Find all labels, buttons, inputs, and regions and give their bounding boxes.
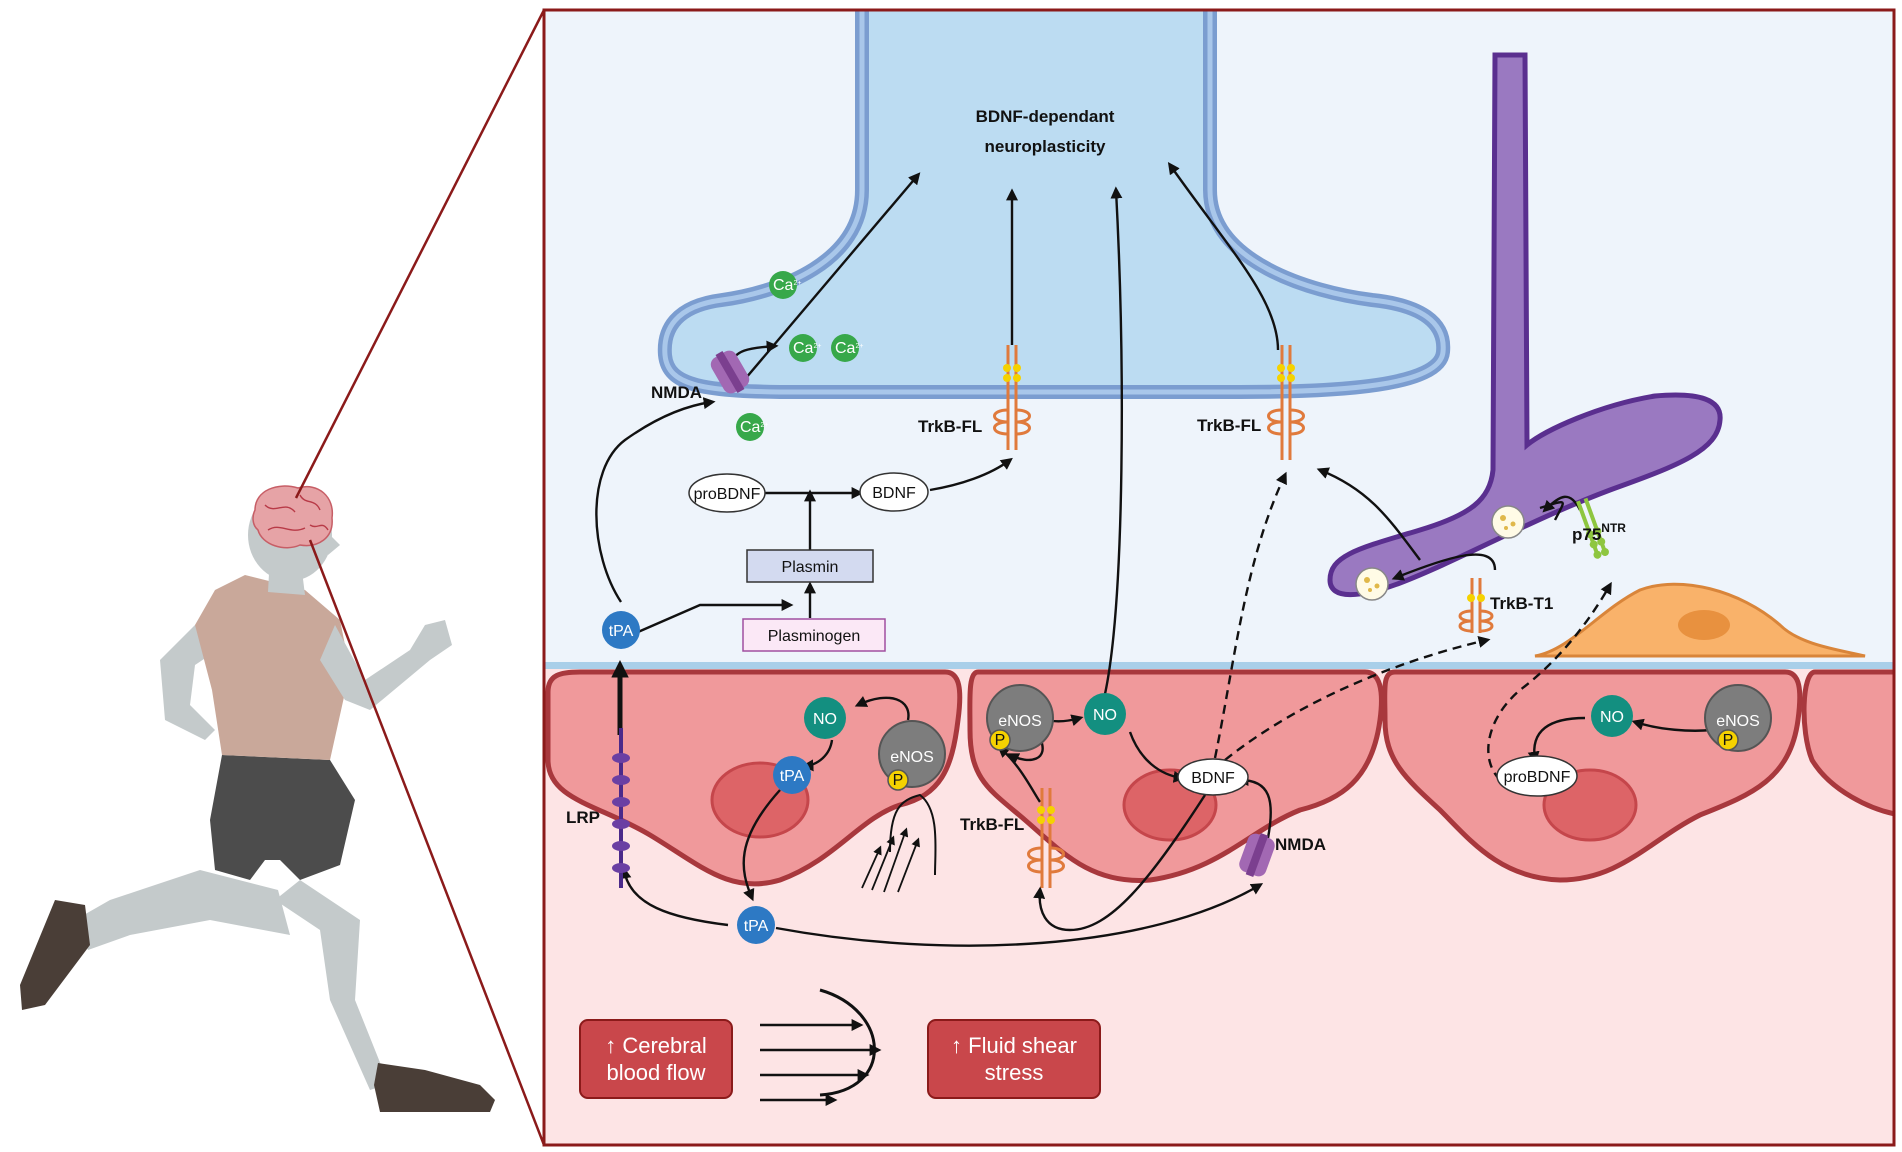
svg-text:Ca2+: Ca2+ xyxy=(835,340,863,357)
trkb-fl-receptor-2 xyxy=(1267,345,1305,460)
plasmin-box xyxy=(746,549,874,583)
bdnf-mid-label: BDNF xyxy=(1191,770,1235,787)
laminar-flow-icon xyxy=(760,988,882,1106)
svg-text:eNOS: eNOS xyxy=(998,713,1042,730)
cerebral-blood-flow-line2: blood flow xyxy=(606,1060,705,1085)
fluid-shear-stress-box xyxy=(927,1019,1101,1099)
phospho-3 xyxy=(1717,729,1739,751)
svg-text:P: P xyxy=(995,732,1006,749)
zoom-line-bottom xyxy=(308,539,546,1146)
bdnf-top-label: BDNF xyxy=(872,485,916,502)
trkb-fl-label-3: TrkB-FL xyxy=(960,815,1024,834)
calcium-ion-2: Ca2+ xyxy=(789,334,821,362)
vesicle-2 xyxy=(1355,567,1389,601)
basement-membrane xyxy=(544,662,1894,669)
phospho-2 xyxy=(989,729,1011,751)
pericyte-nucleus xyxy=(1678,610,1730,640)
zoom-frame xyxy=(542,8,1896,1147)
back-shoe xyxy=(20,900,90,1010)
vesicle-1 xyxy=(1491,505,1525,539)
front-shoe xyxy=(374,1063,495,1112)
svg-text:eNOS: eNOS xyxy=(1716,713,1760,730)
brain-icon xyxy=(252,485,334,549)
calcium-ion-3: Ca2+ xyxy=(831,334,863,362)
calcium-ion-1: Ca2+ xyxy=(769,271,801,299)
fluid-shear-stress-line1: ↑ Fluid shear xyxy=(951,1033,1077,1058)
bdnf-mid xyxy=(1177,758,1249,796)
nmda-receptor-bottom xyxy=(1239,832,1275,878)
cerebral-blood-flow-line1: ↑ Cerebral xyxy=(605,1033,706,1058)
probdnf-right xyxy=(1496,755,1578,797)
lrp-receptor xyxy=(612,728,630,888)
tpa-molecule-2 xyxy=(773,756,811,794)
probdnf-top xyxy=(688,473,766,513)
svg-text:tPA: tPA xyxy=(744,918,769,935)
no-molecule-2 xyxy=(1084,693,1126,735)
svg-text:Ca2+: Ca2+ xyxy=(773,277,801,294)
tpa-molecule-3 xyxy=(737,906,775,944)
plasminogen-box xyxy=(742,618,886,652)
fluid-shear-stress-line2: stress xyxy=(985,1060,1044,1085)
svg-text:NO: NO xyxy=(813,711,837,728)
phospho-1 xyxy=(887,769,909,791)
nmda-receptor-top xyxy=(710,350,750,394)
svg-text:Ca2+: Ca2+ xyxy=(740,419,768,436)
nmda-top-label: NMDA xyxy=(651,383,702,402)
nmda-bottom-label: NMDA xyxy=(1275,835,1326,854)
p75ntr-receptor xyxy=(1576,497,1609,559)
no-molecule-1 xyxy=(804,697,846,739)
cerebral-blood-flow-box xyxy=(579,1019,733,1099)
svg-text:eNOS: eNOS xyxy=(890,749,934,766)
trkb-t1-label: TrkB-T1 xyxy=(1490,594,1553,613)
svg-text:P: P xyxy=(1723,732,1734,749)
trkb-fl-label-2: TrkB-FL xyxy=(1197,416,1261,435)
svg-text:Ca2+: Ca2+ xyxy=(793,340,821,357)
title-line2: neuroplasticity xyxy=(985,137,1106,156)
svg-text:P: P xyxy=(893,772,904,789)
runner-figure xyxy=(20,485,495,1112)
svg-text:tPA: tPA xyxy=(609,623,634,640)
svg-text:tPA: tPA xyxy=(780,768,805,785)
p75-label: p75NTR xyxy=(1572,521,1626,544)
shirt xyxy=(195,575,350,760)
endothelial-cell-4 xyxy=(1801,669,1894,817)
shear-stress-arrows-icon xyxy=(861,793,937,893)
plasminogen-label: Plasminogen xyxy=(768,628,861,645)
calcium-ion-4: Ca2+ xyxy=(736,413,768,441)
plasmin-label: Plasmin xyxy=(782,559,839,576)
no-molecule-3 xyxy=(1591,695,1633,737)
bdnf-top xyxy=(859,472,929,512)
trkb-fl-receptor-1 xyxy=(993,345,1031,450)
trkb-t1-receptor xyxy=(1458,578,1494,633)
tpa-molecule-1 xyxy=(602,611,640,649)
trkb-fl-label-1: TrkB-FL xyxy=(918,417,982,436)
probdnf-top-label: proBDNF xyxy=(694,486,761,503)
title-line1: BDNF-dependant xyxy=(976,107,1115,126)
svg-text:NO: NO xyxy=(1093,707,1117,724)
lrp-label: LRP xyxy=(566,808,600,827)
glial-cell xyxy=(1327,52,1723,598)
svg-text:NO: NO xyxy=(1600,709,1624,726)
trkb-fl-receptor-3 xyxy=(1027,788,1065,888)
probdnf-right-label: proBDNF xyxy=(1504,769,1571,786)
zoom-line-top xyxy=(294,9,546,499)
shorts xyxy=(210,755,355,880)
